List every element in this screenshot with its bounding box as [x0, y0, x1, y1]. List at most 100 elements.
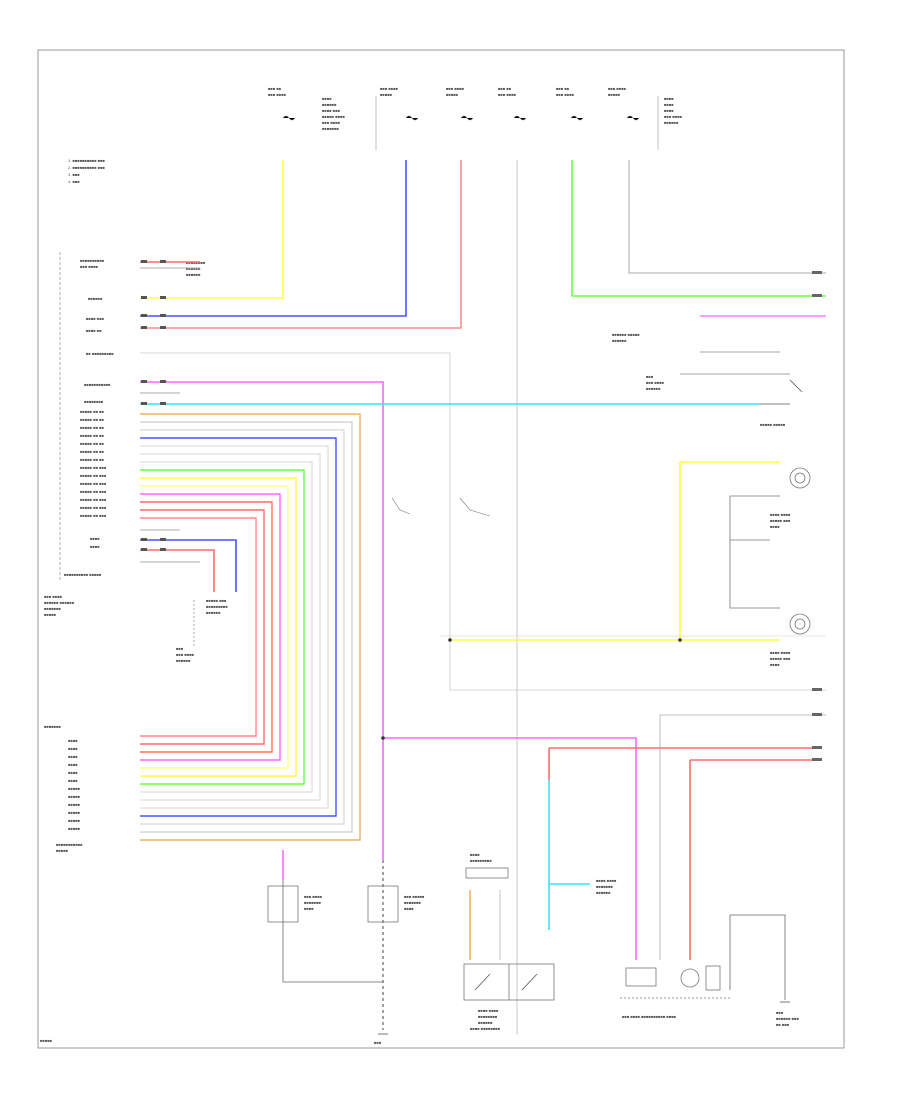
svg-text:■■■■■ ■■ ■■: ■■■■■ ■■ ■■ [80, 449, 105, 454]
svg-text:■■ ■■■: ■■ ■■■ [776, 1022, 790, 1027]
supply-fuses: ■■■ ■■■■■ ■■■■ ■■■ ■■■■■■■■■ ■■■ ■■■■■■■… [68, 86, 683, 184]
svg-text:■■■■: ■■■■ [68, 762, 78, 767]
svg-text:■■■■■: ■■■■■ [68, 794, 81, 799]
svg-text:■■■■ ■■■■■■■■: ■■■■ ■■■■■■■■ [470, 1026, 501, 1031]
svg-text:■■■■: ■■■■ [68, 778, 78, 783]
svg-text:■■■■■■: ■■■■■■ [206, 610, 221, 615]
svg-text:■■■■: ■■■■ [90, 544, 100, 549]
svg-text:■■■■: ■■■■ [90, 536, 100, 541]
wire-yellow-ign [140, 160, 284, 299]
svg-text:■■■■: ■■■■ [404, 906, 414, 911]
svg-text:■■■: ■■■ [776, 1010, 784, 1015]
svg-text:■■■■■■■■■■■: ■■■■■■■■■■■ [84, 382, 111, 387]
svg-text:■■■■■ ■■ ■■■: ■■■■■ ■■ ■■■ [80, 481, 107, 486]
svg-text:■■■■ ■■■: ■■■■ ■■■ [322, 108, 341, 113]
svg-text:■■■■■: ■■■■■ [68, 818, 81, 823]
svg-text:■■■ ■■■■: ■■■ ■■■■ [304, 894, 323, 899]
svg-text:■■■■■: ■■■■■ [56, 848, 69, 853]
svg-text:■■■■■■: ■■■■■■ [176, 658, 191, 663]
svg-text:■■■■ ■■■■: ■■■■ ■■■■ [770, 650, 791, 655]
connector-icon [267, 885, 299, 923]
svg-text:■■■■■■ ■■■■■: ■■■■■■ ■■■■■ [612, 332, 640, 337]
svg-text:■■■■: ■■■■ [68, 770, 78, 775]
svg-text:■■■■■■: ■■■■■■ [186, 272, 201, 277]
svg-text:■■■■■ ■■ ■■: ■■■■■ ■■ ■■ [80, 409, 105, 414]
svg-text:1. ■■■■■■■■■■ ■■■: 1. ■■■■■■■■■■ ■■■ [68, 158, 106, 163]
svg-text:■■■■■■: ■■■■■■ [664, 120, 679, 125]
svg-text:■■■: ■■■ [176, 646, 184, 651]
switch-icon [789, 379, 803, 393]
svg-text:■■■■: ■■■■ [68, 754, 78, 759]
supply-wires [140, 160, 826, 1035]
bulb-icon [789, 467, 811, 635]
right-edge-terminals [812, 271, 822, 761]
svg-text:■■■ ■■: ■■■ ■■ [268, 86, 282, 91]
svg-text:■■■: ■■■ [646, 374, 654, 379]
svg-text:■■■■■■■: ■■■■■■■ [44, 724, 61, 729]
svg-text:■■■■■■: ■■■■■■ [612, 338, 627, 343]
svg-text:■■■■■ ■■ ■■■: ■■■■■ ■■ ■■■ [80, 489, 107, 494]
svg-text:■■■■: ■■■■ [322, 96, 332, 101]
svg-text:■■■ ■■■■: ■■■ ■■■■ [268, 92, 287, 97]
svg-text:■■■■: ■■■■ [304, 906, 314, 911]
svg-text:■■■ ■■■■: ■■■ ■■■■ [498, 92, 517, 97]
svg-text:■■■■■ ■■ ■■: ■■■■■ ■■ ■■ [80, 441, 105, 446]
svg-text:■■■■ ■■■■: ■■■■ ■■■■ [770, 512, 791, 517]
svg-text:■■■■■ ■■ ■■: ■■■■■ ■■ ■■ [80, 417, 105, 422]
svg-text:■■■■■■■: ■■■■■■■ [596, 884, 613, 889]
svg-text:■■■ ■■■■: ■■■ ■■■■ [646, 380, 665, 385]
rear-lamps-wires [282, 635, 826, 1030]
front-turn-lamps [391, 461, 811, 641]
svg-text:■■■ ■■■■ ■■■■■■■■■■ ■■■■: ■■■ ■■■■ ■■■■■■■■■■ ■■■■ [622, 1014, 677, 1019]
svg-text:2. ■■■■■■■■■■ ■■■: 2. ■■■■■■■■■■ ■■■ [68, 165, 106, 170]
wire-green-ign [571, 160, 826, 297]
connector-pins-left [141, 260, 166, 551]
svg-text:■■■■: ■■■■ [664, 108, 674, 113]
svg-text:■■■■■■■■■: ■■■■■■■■■ [206, 604, 228, 609]
svg-text:■■■■ ■■■■: ■■■■ ■■■■ [596, 878, 617, 883]
lamp-components: ■■■■■■■ ■■■■■■■■ ■■■■■■■■ ■■■■■■■■ ■■■■■… [40, 724, 799, 1045]
svg-text:■■■■■■■■: ■■■■■■■■ [478, 1014, 498, 1019]
svg-text:■■■■ ■■■: ■■■■ ■■■ [86, 316, 105, 321]
svg-text:■■■■■■■: ■■■■■■■ [304, 900, 321, 905]
svg-text:■■■■■ ■■■: ■■■■■ ■■■ [206, 598, 227, 603]
svg-text:■■■■■■: ■■■■■■ [478, 1020, 493, 1025]
svg-text:■■■■: ■■■■ [770, 524, 780, 529]
svg-text:■■■■ ■■■■: ■■■■ ■■■■ [478, 1008, 499, 1013]
svg-text:■■■ ■■■■: ■■■ ■■■■ [44, 594, 63, 599]
svg-text:■■■■■: ■■■■■ [40, 1038, 53, 1043]
diagram-border [37, 49, 845, 1049]
svg-text:■■■■■■■■: ■■■■■■■■ [84, 399, 104, 404]
body-control-module: ■■■■■■■■■■■■■ ■■■■ ■■■■■■ ■■■■ ■■■■■■■ ■… [44, 252, 228, 663]
svg-text:■■■ ■■■■: ■■■ ■■■■ [664, 114, 683, 119]
svg-text:■■■ ■■: ■■■ ■■ [498, 86, 512, 91]
wire-gray-right [628, 160, 826, 274]
svg-text:■■■■■ ■■ ■■■: ■■■■■ ■■ ■■■ [80, 473, 107, 478]
svg-text:4. ■■■: 4. ■■■ [68, 179, 80, 184]
svg-text:■■■■: ■■■■ [770, 662, 780, 667]
svg-text:■■■■■■: ■■■■■■ [596, 890, 611, 895]
svg-text:■■■■■: ■■■■■ [68, 802, 81, 807]
svg-text:■■■■ ■■: ■■■■ ■■ [86, 328, 102, 333]
svg-text:■■■■■: ■■■■■ [68, 786, 81, 791]
svg-text:■■■■■■■: ■■■■■■■ [44, 606, 61, 611]
svg-text:■■■■■■: ■■■■■■ [88, 296, 103, 301]
svg-text:■■■■■■ ■■■■■■: ■■■■■■ ■■■■■■ [44, 600, 75, 605]
svg-text:■■■■■■■: ■■■■■■■ [404, 900, 421, 905]
svg-text:■■■ ■■■■: ■■■ ■■■■ [556, 92, 575, 97]
svg-text:■■■ ■■■■: ■■■ ■■■■ [322, 120, 341, 125]
svg-text:■■■■■ ■■ ■■: ■■■■■ ■■ ■■ [80, 433, 105, 438]
svg-text:■■■■■■ ■■■: ■■■■■■ ■■■ [776, 1016, 799, 1021]
svg-text:■■■■: ■■■■ [664, 102, 674, 107]
svg-text:■■■■■ ■■ ■■■: ■■■■■ ■■ ■■■ [80, 465, 107, 470]
svg-text:■■■■■ ■■ ■■: ■■■■■ ■■ ■■ [80, 457, 105, 462]
wire-blue-acc [140, 160, 407, 317]
svg-text:■■■■■ ■■ ■■■: ■■■■■ ■■ ■■■ [80, 497, 107, 502]
svg-text:■■■ ■■: ■■■ ■■ [556, 86, 570, 91]
ground-icon [378, 1001, 790, 1035]
svg-text:■■ ■■■■■■■■■: ■■ ■■■■■■■■■ [86, 351, 114, 356]
svg-text:■■■ ■■■■■: ■■■ ■■■■■ [404, 894, 425, 899]
svg-text:■■■■■: ■■■■■ [68, 826, 81, 831]
svg-text:■■■■■: ■■■■■ [44, 612, 57, 617]
